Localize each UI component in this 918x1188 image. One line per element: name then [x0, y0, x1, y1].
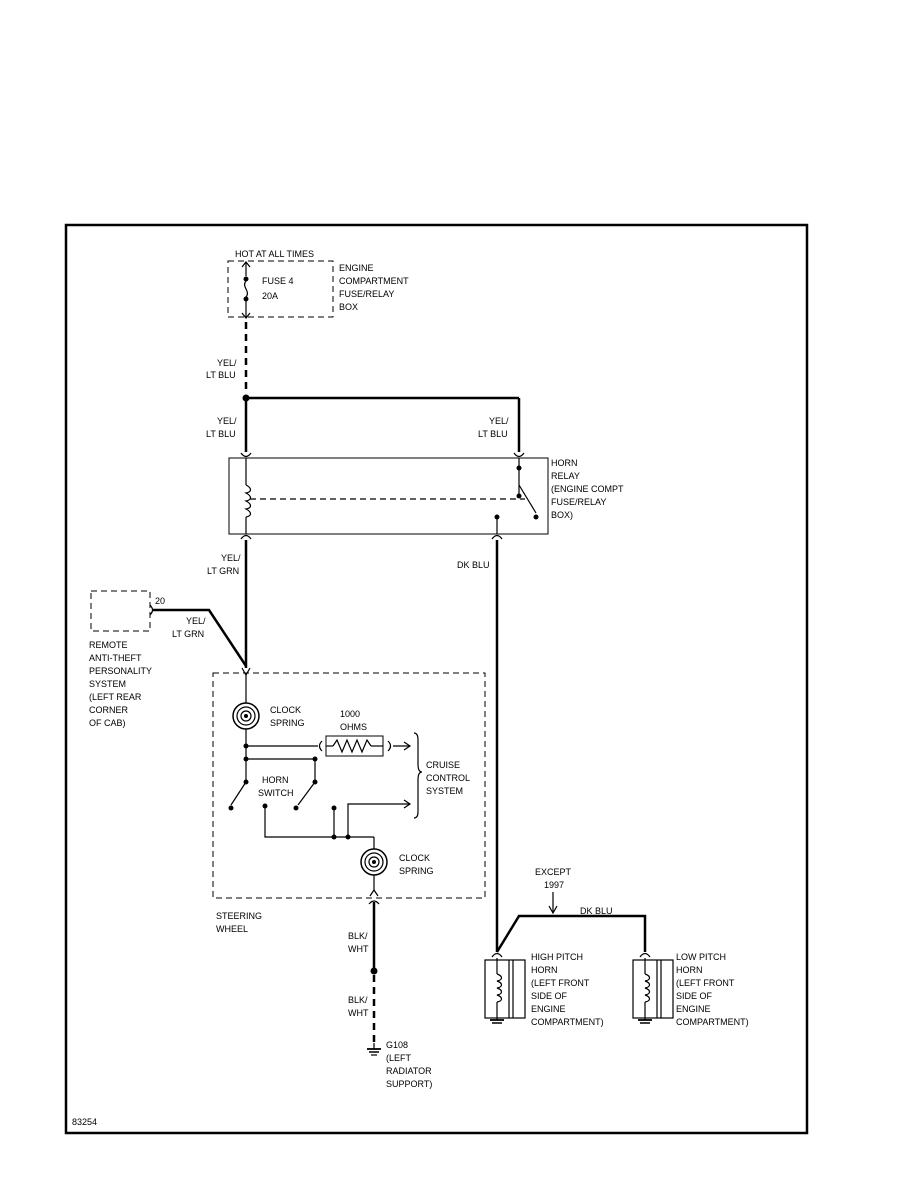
anti-theft-pin: 20 — [155, 596, 165, 606]
fuse-box-label-3: FUSE/RELAY — [339, 289, 394, 299]
fuse-box-label-1: ENGINE — [339, 263, 374, 273]
high-horn-label-5: ENGINE — [531, 1004, 566, 1014]
ground-label-3: RADIATOR — [386, 1066, 432, 1076]
figure-number: 83254 — [72, 1117, 97, 1127]
diagram-frame — [64, 223, 809, 1135]
ground-label-2: (LEFT — [386, 1053, 412, 1063]
wire-label-blk-wht-2a: BLK/ — [348, 995, 368, 1005]
wire-label-yel-lt-grn-2a: YEL/ — [186, 616, 206, 626]
steering-wheel-label-1: STEERING — [216, 911, 262, 921]
hot-at-all-times-label: HOT AT ALL TIMES — [235, 249, 314, 259]
wire-label-yel-lt-grn-2b: LT GRN — [172, 629, 204, 639]
cruise-label-2: CONTROL — [426, 773, 470, 783]
high-horn-label-6: COMPARTMENT) — [531, 1017, 604, 1027]
low-pitch-horn: LOW PITCH HORN (LEFT FRONT SIDE OF ENGIN… — [632, 952, 749, 1027]
high-horn-label-1: HIGH PITCH — [531, 952, 583, 962]
wire-label-blk-wht-1b: WHT — [348, 944, 369, 954]
horn-switch-label-1: HORN — [262, 775, 289, 785]
anti-theft-label-6: CORNER — [89, 705, 129, 715]
resistor-1000-ohms: 1000 OHMS — [318, 709, 412, 757]
horn-relay-label-3: (ENGINE COMPT — [551, 484, 624, 494]
anti-theft-module: 20 YEL/ LT GRN REMOTE ANTI-THEFT PERSONA… — [89, 590, 248, 728]
low-horn-label-1: LOW PITCH — [676, 952, 726, 962]
horn-relay-label-2: RELAY — [551, 471, 580, 481]
wire-label-yel-lt-blu-2b: LT BLU — [206, 429, 236, 439]
low-horn-label-2: HORN — [676, 965, 703, 975]
cruise-label-1: CRUISE — [426, 760, 460, 770]
fuse-rating-label: 20A — [262, 291, 278, 301]
ground-icon — [367, 1043, 381, 1056]
clock-spring-upper-icon — [232, 702, 260, 730]
clock-spring-upper-label-2: SPRING — [270, 718, 305, 728]
low-horn-label-3: (LEFT FRONT — [676, 978, 735, 988]
high-pitch-horn: HIGH PITCH HORN (LEFT FRONT SIDE OF ENGI… — [484, 952, 604, 1027]
low-horn-label-5: ENGINE — [676, 1004, 711, 1014]
horn-switch-label-2: SWITCH — [258, 788, 294, 798]
anti-theft-label-2: ANTI-THEFT — [89, 653, 142, 663]
fuse-box-label-2: COMPARTMENT — [339, 276, 409, 286]
low-horn-label-6: COMPARTMENT) — [676, 1017, 749, 1027]
fuse-box: HOT AT ALL TIMES FUSE 4 20A ENGINE COMPA… — [227, 249, 409, 319]
horn-relay: HORN RELAY (ENGINE COMPT FUSE/RELAY BOX) — [228, 452, 624, 540]
resistor-unit-label: OHMS — [340, 722, 367, 732]
clock-spring-upper-label-1: CLOCK — [270, 705, 301, 715]
high-horn-label-2: HORN — [531, 965, 558, 975]
anti-theft-label-3: PERSONALITY — [89, 666, 152, 676]
steering-wheel-label-2: WHEEL — [216, 924, 248, 934]
ground-label-4: SUPPORT) — [386, 1079, 432, 1089]
high-horn-label-3: (LEFT FRONT — [531, 978, 590, 988]
anti-theft-label-4: SYSTEM — [89, 679, 126, 689]
wire-label-yel-lt-blu-3a: YEL/ — [489, 416, 509, 426]
anti-theft-label-1: REMOTE — [89, 640, 128, 650]
clock-spring-lower-label-2: SPRING — [399, 866, 434, 876]
wire-label-dk-blu-2: DK BLU — [580, 906, 613, 916]
high-horn-label-4: SIDE OF — [531, 991, 568, 1001]
fuse-box-label-4: BOX — [339, 302, 358, 312]
horn-relay-label-5: BOX) — [551, 510, 573, 520]
cruise-label-3: SYSTEM — [426, 786, 463, 796]
except-note-1: EXCEPT — [535, 867, 572, 877]
wire-label-blk-wht-2b: WHT — [348, 1008, 369, 1018]
clock-spring-lower-icon — [360, 848, 388, 876]
wire-label-yel-lt-blu-1b: LT BLU — [206, 370, 236, 380]
wire-label-dk-blu-1: DK BLU — [457, 560, 490, 570]
clock-spring-lower-label-1: CLOCK — [399, 853, 430, 863]
wire-label-yel-lt-grn-1a: YEL/ — [221, 553, 241, 563]
horn-relay-label-1: HORN — [551, 458, 578, 468]
resistor-value-label: 1000 — [340, 709, 360, 719]
ground-circuit: BLK/ WHT BLK/ WHT G108 (LEFT RADIATOR SU… — [348, 900, 432, 1089]
horn-switch: HORN SWITCH — [228, 756, 318, 811]
steering-wheel: CLOCK SPRING 1000 OHMS CRUISE CONTROL SY… — [212, 667, 486, 934]
horn-relay-label-4: FUSE/RELAY — [551, 497, 606, 507]
ground-label-1: G108 — [386, 1040, 408, 1050]
fuse-number-label: FUSE 4 — [262, 276, 294, 286]
anti-theft-label-7: OF CAB) — [89, 718, 126, 728]
wire-label-yel-lt-blu-1a: YEL/ — [217, 358, 237, 368]
wire-label-yel-lt-grn-1b: LT GRN — [207, 566, 239, 576]
low-horn-label-4: SIDE OF — [676, 991, 713, 1001]
wire-label-blk-wht-1a: BLK/ — [348, 931, 368, 941]
wire-label-yel-lt-blu-3b: LT BLU — [478, 429, 508, 439]
anti-theft-label-5: (LEFT REAR — [89, 692, 142, 702]
wire-label-yel-lt-blu-2a: YEL/ — [217, 416, 237, 426]
except-note-2: 1997 — [544, 880, 564, 890]
